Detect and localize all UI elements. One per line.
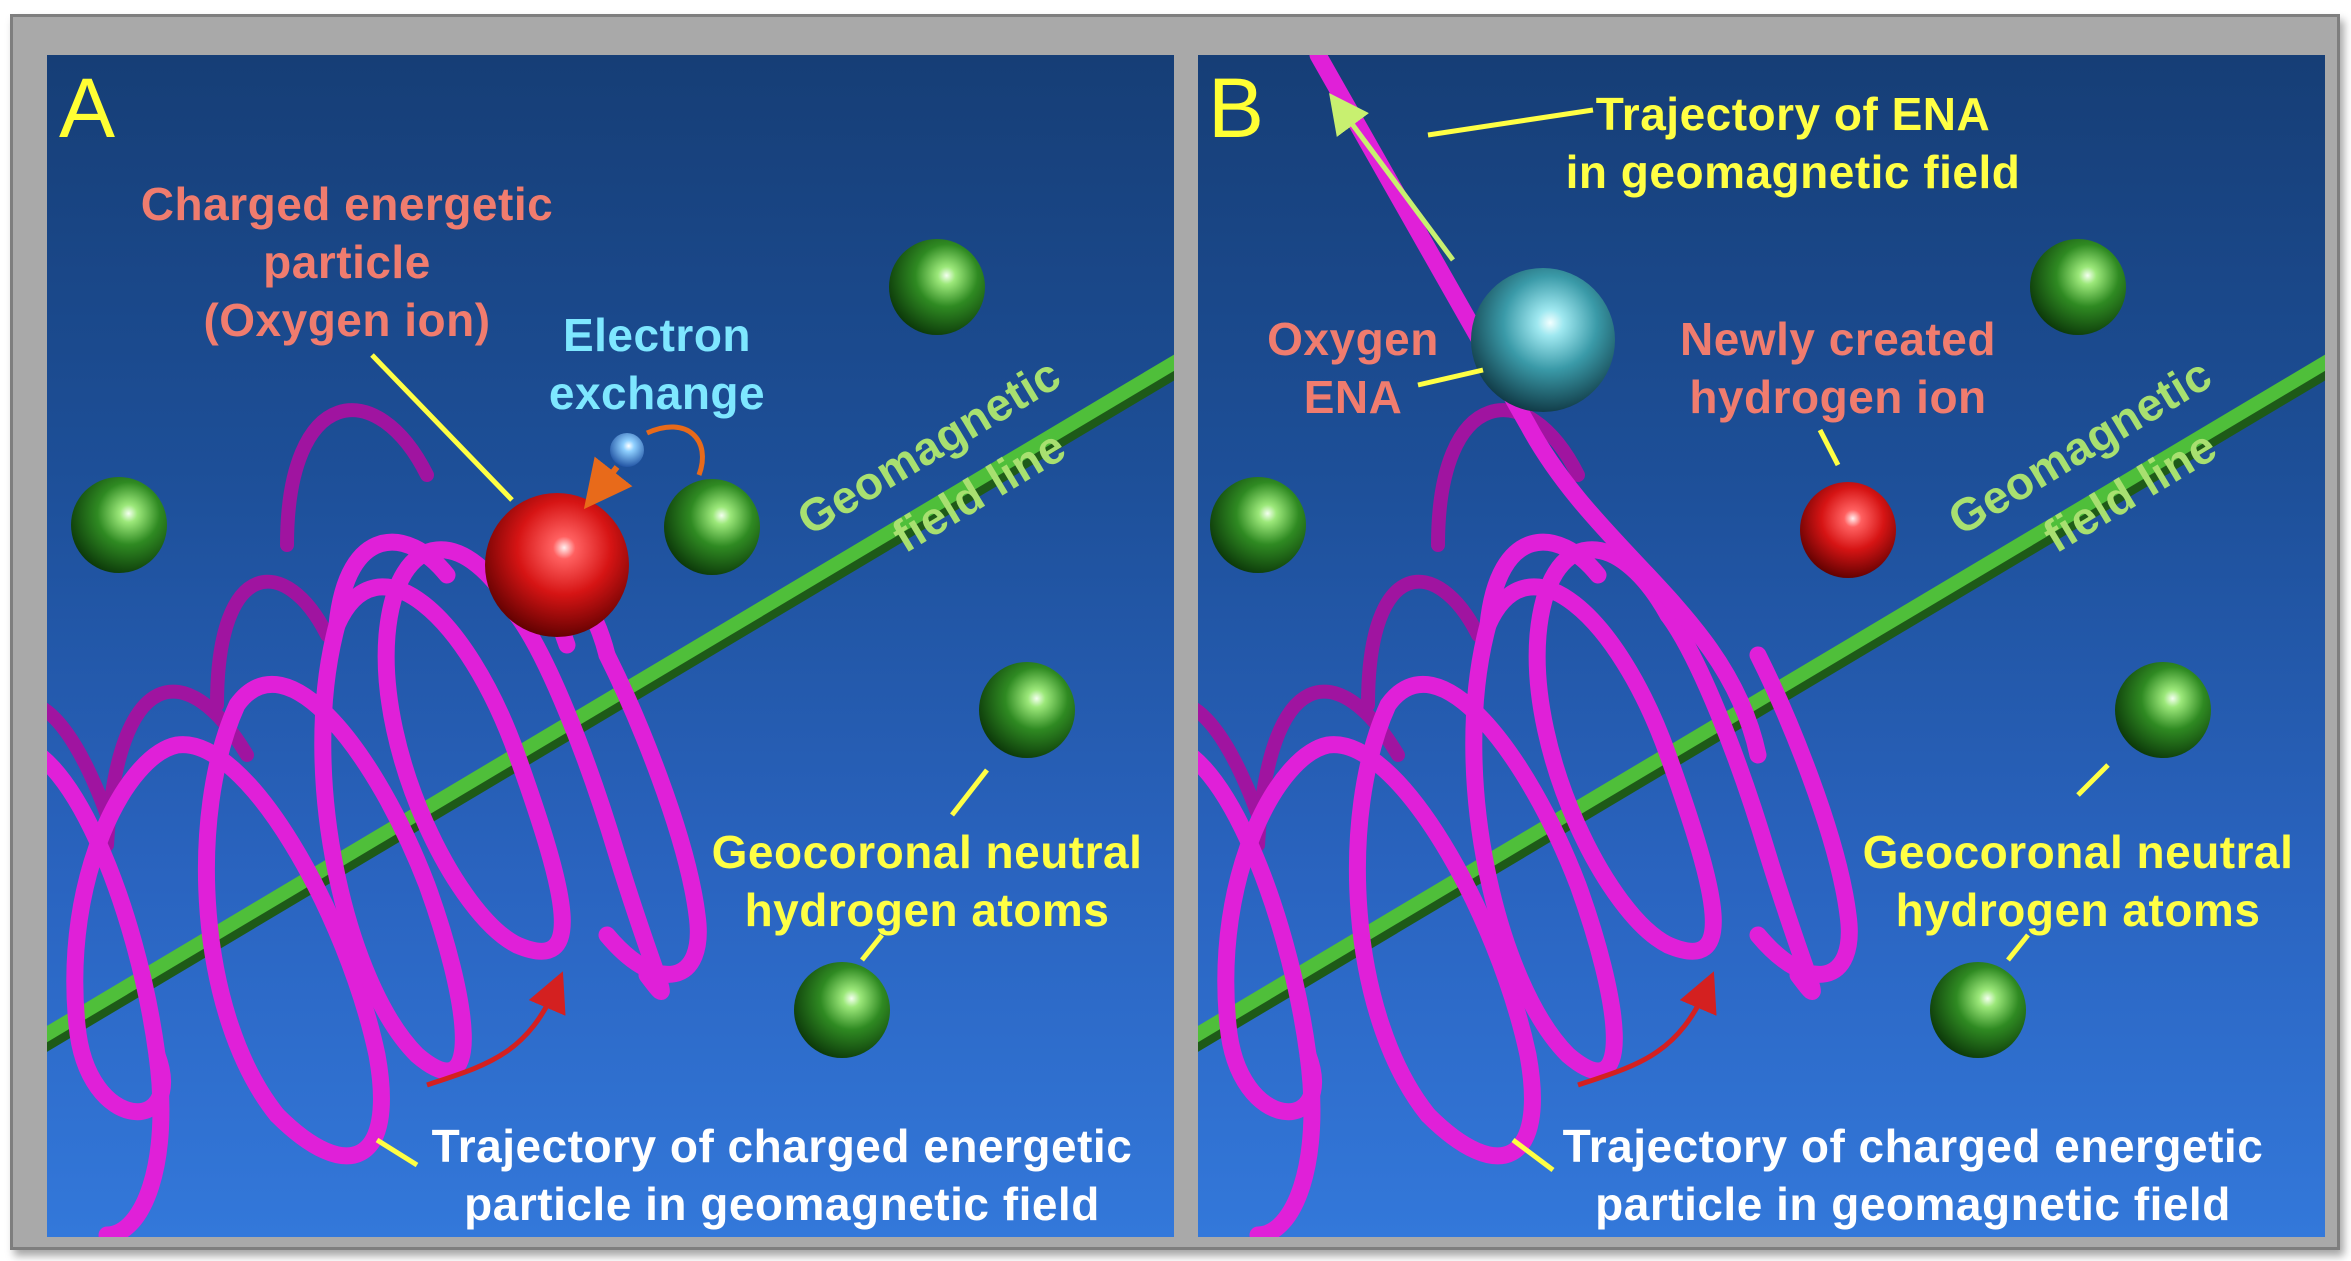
electron-exchange-arrow xyxy=(583,456,633,510)
charged-particle-helix-b xyxy=(1198,55,1858,1237)
charged-particle-label-line1: Charged energetic xyxy=(141,178,553,230)
gyration-direction-arrow xyxy=(426,971,566,1088)
panel-b: B Trajectory of ENA in geomagnetic field… xyxy=(1198,55,2325,1237)
trajectory-label-line1: Trajectory of charged energetic xyxy=(432,1120,1133,1172)
hydrogen-atom xyxy=(794,962,890,1058)
callout-lines-b xyxy=(1417,107,2110,1172)
callout-lines-a xyxy=(370,353,989,1168)
gyration-direction-arrow xyxy=(1577,971,1717,1088)
geomagnetic-field-line xyxy=(47,354,1174,1043)
neutral-atoms-label-line2: hydrogen atoms xyxy=(745,884,1110,936)
hydrogen-atom xyxy=(2030,239,2126,335)
hydrogen-atom xyxy=(1210,477,1306,573)
panel-letter-b: B xyxy=(1208,61,1264,155)
hydrogen-atom xyxy=(664,479,760,575)
hydrogen-atom xyxy=(889,239,985,335)
charged-particle-label-line3: (Oxygen ion) xyxy=(203,294,490,346)
oxygen-ena-sphere xyxy=(1471,268,1615,412)
geomagnetic-field-line xyxy=(1198,354,2325,1043)
trajectory-label-line2: particle in geomagnetic field xyxy=(464,1178,1100,1230)
ena-trajectory-label-line2: in geomagnetic field xyxy=(1566,146,2021,198)
exchange-arrow-tail xyxy=(645,424,705,476)
hydrogen-atoms-b xyxy=(1210,239,2211,1058)
ena-trajectory-label-line1: Trajectory of ENA xyxy=(1596,88,1991,140)
neutral-atoms-label-line1: Geocoronal neutral xyxy=(712,826,1143,878)
panel-a: A Charged energetic particle (Oxygen ion… xyxy=(47,55,1174,1237)
hydrogen-atom xyxy=(71,477,167,573)
panel-letter-a: A xyxy=(59,61,115,155)
electron-exchange-label-line1: Electron xyxy=(563,309,751,361)
figure-frame: A Charged energetic particle (Oxygen ion… xyxy=(10,14,2340,1250)
panel-b-diagram: B Trajectory of ENA in geomagnetic field… xyxy=(1198,55,2325,1237)
neutral-atoms-label-line2: hydrogen atoms xyxy=(1896,884,2261,936)
hydrogen-atoms-a xyxy=(71,239,1075,1058)
hydrogen-ion-sphere xyxy=(1800,482,1896,578)
panel-a-diagram: A Charged energetic particle (Oxygen ion… xyxy=(47,61,1174,1237)
hydrogen-atom xyxy=(2115,662,2211,758)
electron-sphere xyxy=(610,433,644,467)
oxygen-ena-label-line1: Oxygen xyxy=(1267,313,1439,365)
ena-direction-arrow xyxy=(1329,92,1456,262)
oxygen-ena-label-line2: ENA xyxy=(1304,371,1403,423)
charged-particle-label-line2: particle xyxy=(263,236,431,288)
hydrogen-atom xyxy=(979,662,1075,758)
new-ion-label-line2: hydrogen ion xyxy=(1689,371,1986,423)
electron-exchange-label-line2: exchange xyxy=(549,367,765,419)
trajectory-label-line1: Trajectory of charged energetic xyxy=(1563,1120,2264,1172)
new-ion-label-line1: Newly created xyxy=(1680,313,1996,365)
neutral-atoms-label-line1: Geocoronal neutral xyxy=(1863,826,2294,878)
hydrogen-atom xyxy=(1930,962,2026,1058)
oxygen-ion-sphere xyxy=(485,493,629,637)
trajectory-label-line2: particle in geomagnetic field xyxy=(1595,1178,2231,1230)
